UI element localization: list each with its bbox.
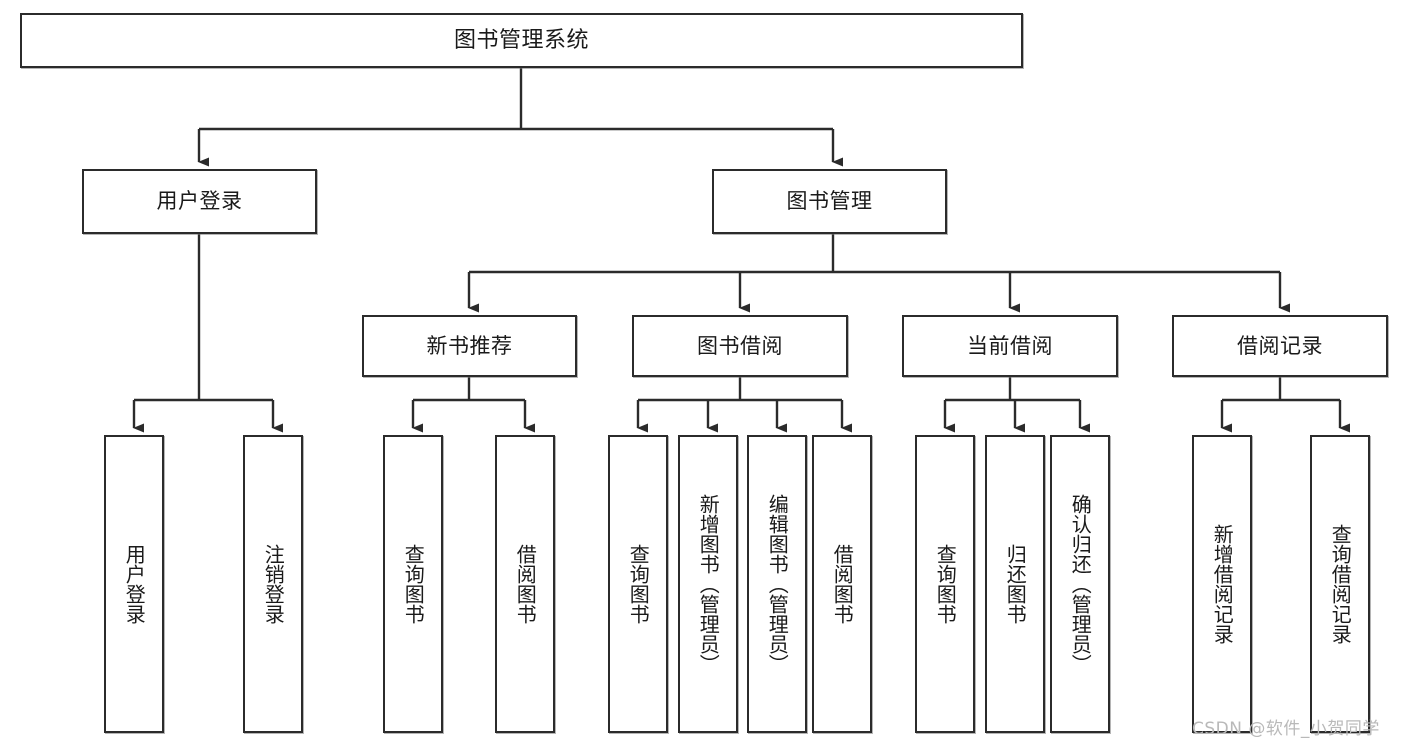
node-borrow-record-label: 借阅记录 (1237, 333, 1323, 358)
node-book-borrow-label: 图书借阅 (697, 333, 783, 358)
node-root[interactable]: 图书管理系统 (20, 13, 1023, 68)
leaf-user-login-logout[interactable]: 注销登录 (243, 435, 303, 733)
leaf-book-borrow-add[interactable]: 新增图书（管理员） (678, 435, 738, 733)
leaf-book-borrow-edit[interactable]: 编辑图书（管理员） (747, 435, 807, 733)
leaf-current-borrow-return-label: 归还图书 (1003, 544, 1028, 624)
node-current-borrow-label: 当前借阅 (967, 333, 1053, 358)
node-user-login-label: 用户登录 (156, 189, 243, 214)
node-new-book-recommend-label: 新书推荐 (426, 333, 513, 358)
node-new-book-recommend[interactable]: 新书推荐 (362, 315, 577, 377)
node-book-borrow[interactable]: 图书借阅 (632, 315, 848, 377)
node-book-management-label: 图书管理 (786, 189, 873, 214)
leaf-current-borrow-confirm-label: 确认归还（管理员） (1068, 494, 1093, 674)
node-user-login[interactable]: 用户登录 (82, 169, 317, 234)
leaf-borrow-record-add-label: 新增借阅记录 (1210, 524, 1235, 644)
watermark-text: CSDN @软件_小贺同学 (1192, 719, 1380, 739)
leaf-current-borrow-confirm[interactable]: 确认归还（管理员） (1050, 435, 1110, 733)
leaf-new-book-query-label: 查询图书 (401, 544, 426, 624)
leaf-new-book-borrow-label: 借阅图书 (513, 544, 538, 624)
leaf-current-borrow-return[interactable]: 归还图书 (985, 435, 1045, 733)
leaf-current-borrow-query[interactable]: 查询图书 (915, 435, 975, 733)
node-book-management[interactable]: 图书管理 (712, 169, 947, 234)
leaf-book-borrow-query[interactable]: 查询图书 (608, 435, 668, 733)
leaf-borrow-record-add[interactable]: 新增借阅记录 (1192, 435, 1252, 733)
leaf-book-borrow-borrow-label: 借阅图书 (830, 544, 855, 624)
leaf-book-borrow-add-label: 新增图书（管理员） (696, 494, 721, 674)
leaf-new-book-borrow[interactable]: 借阅图书 (495, 435, 555, 733)
leaf-user-login-login-label: 用户登录 (122, 544, 147, 624)
leaf-borrow-record-query[interactable]: 查询借阅记录 (1310, 435, 1370, 733)
leaf-new-book-query[interactable]: 查询图书 (383, 435, 443, 733)
leaf-book-borrow-borrow[interactable]: 借阅图书 (812, 435, 872, 733)
leaf-book-borrow-query-label: 查询图书 (626, 544, 651, 624)
leaf-book-borrow-edit-label: 编辑图书（管理员） (765, 494, 790, 674)
leaf-current-borrow-query-label: 查询图书 (933, 544, 958, 624)
node-borrow-record[interactable]: 借阅记录 (1172, 315, 1388, 377)
leaf-user-login-login[interactable]: 用户登录 (104, 435, 164, 733)
node-root-label: 图书管理系统 (453, 27, 589, 53)
leaf-borrow-record-query-label: 查询借阅记录 (1328, 524, 1353, 644)
leaf-user-login-logout-label: 注销登录 (261, 544, 286, 624)
node-current-borrow[interactable]: 当前借阅 (902, 315, 1118, 377)
